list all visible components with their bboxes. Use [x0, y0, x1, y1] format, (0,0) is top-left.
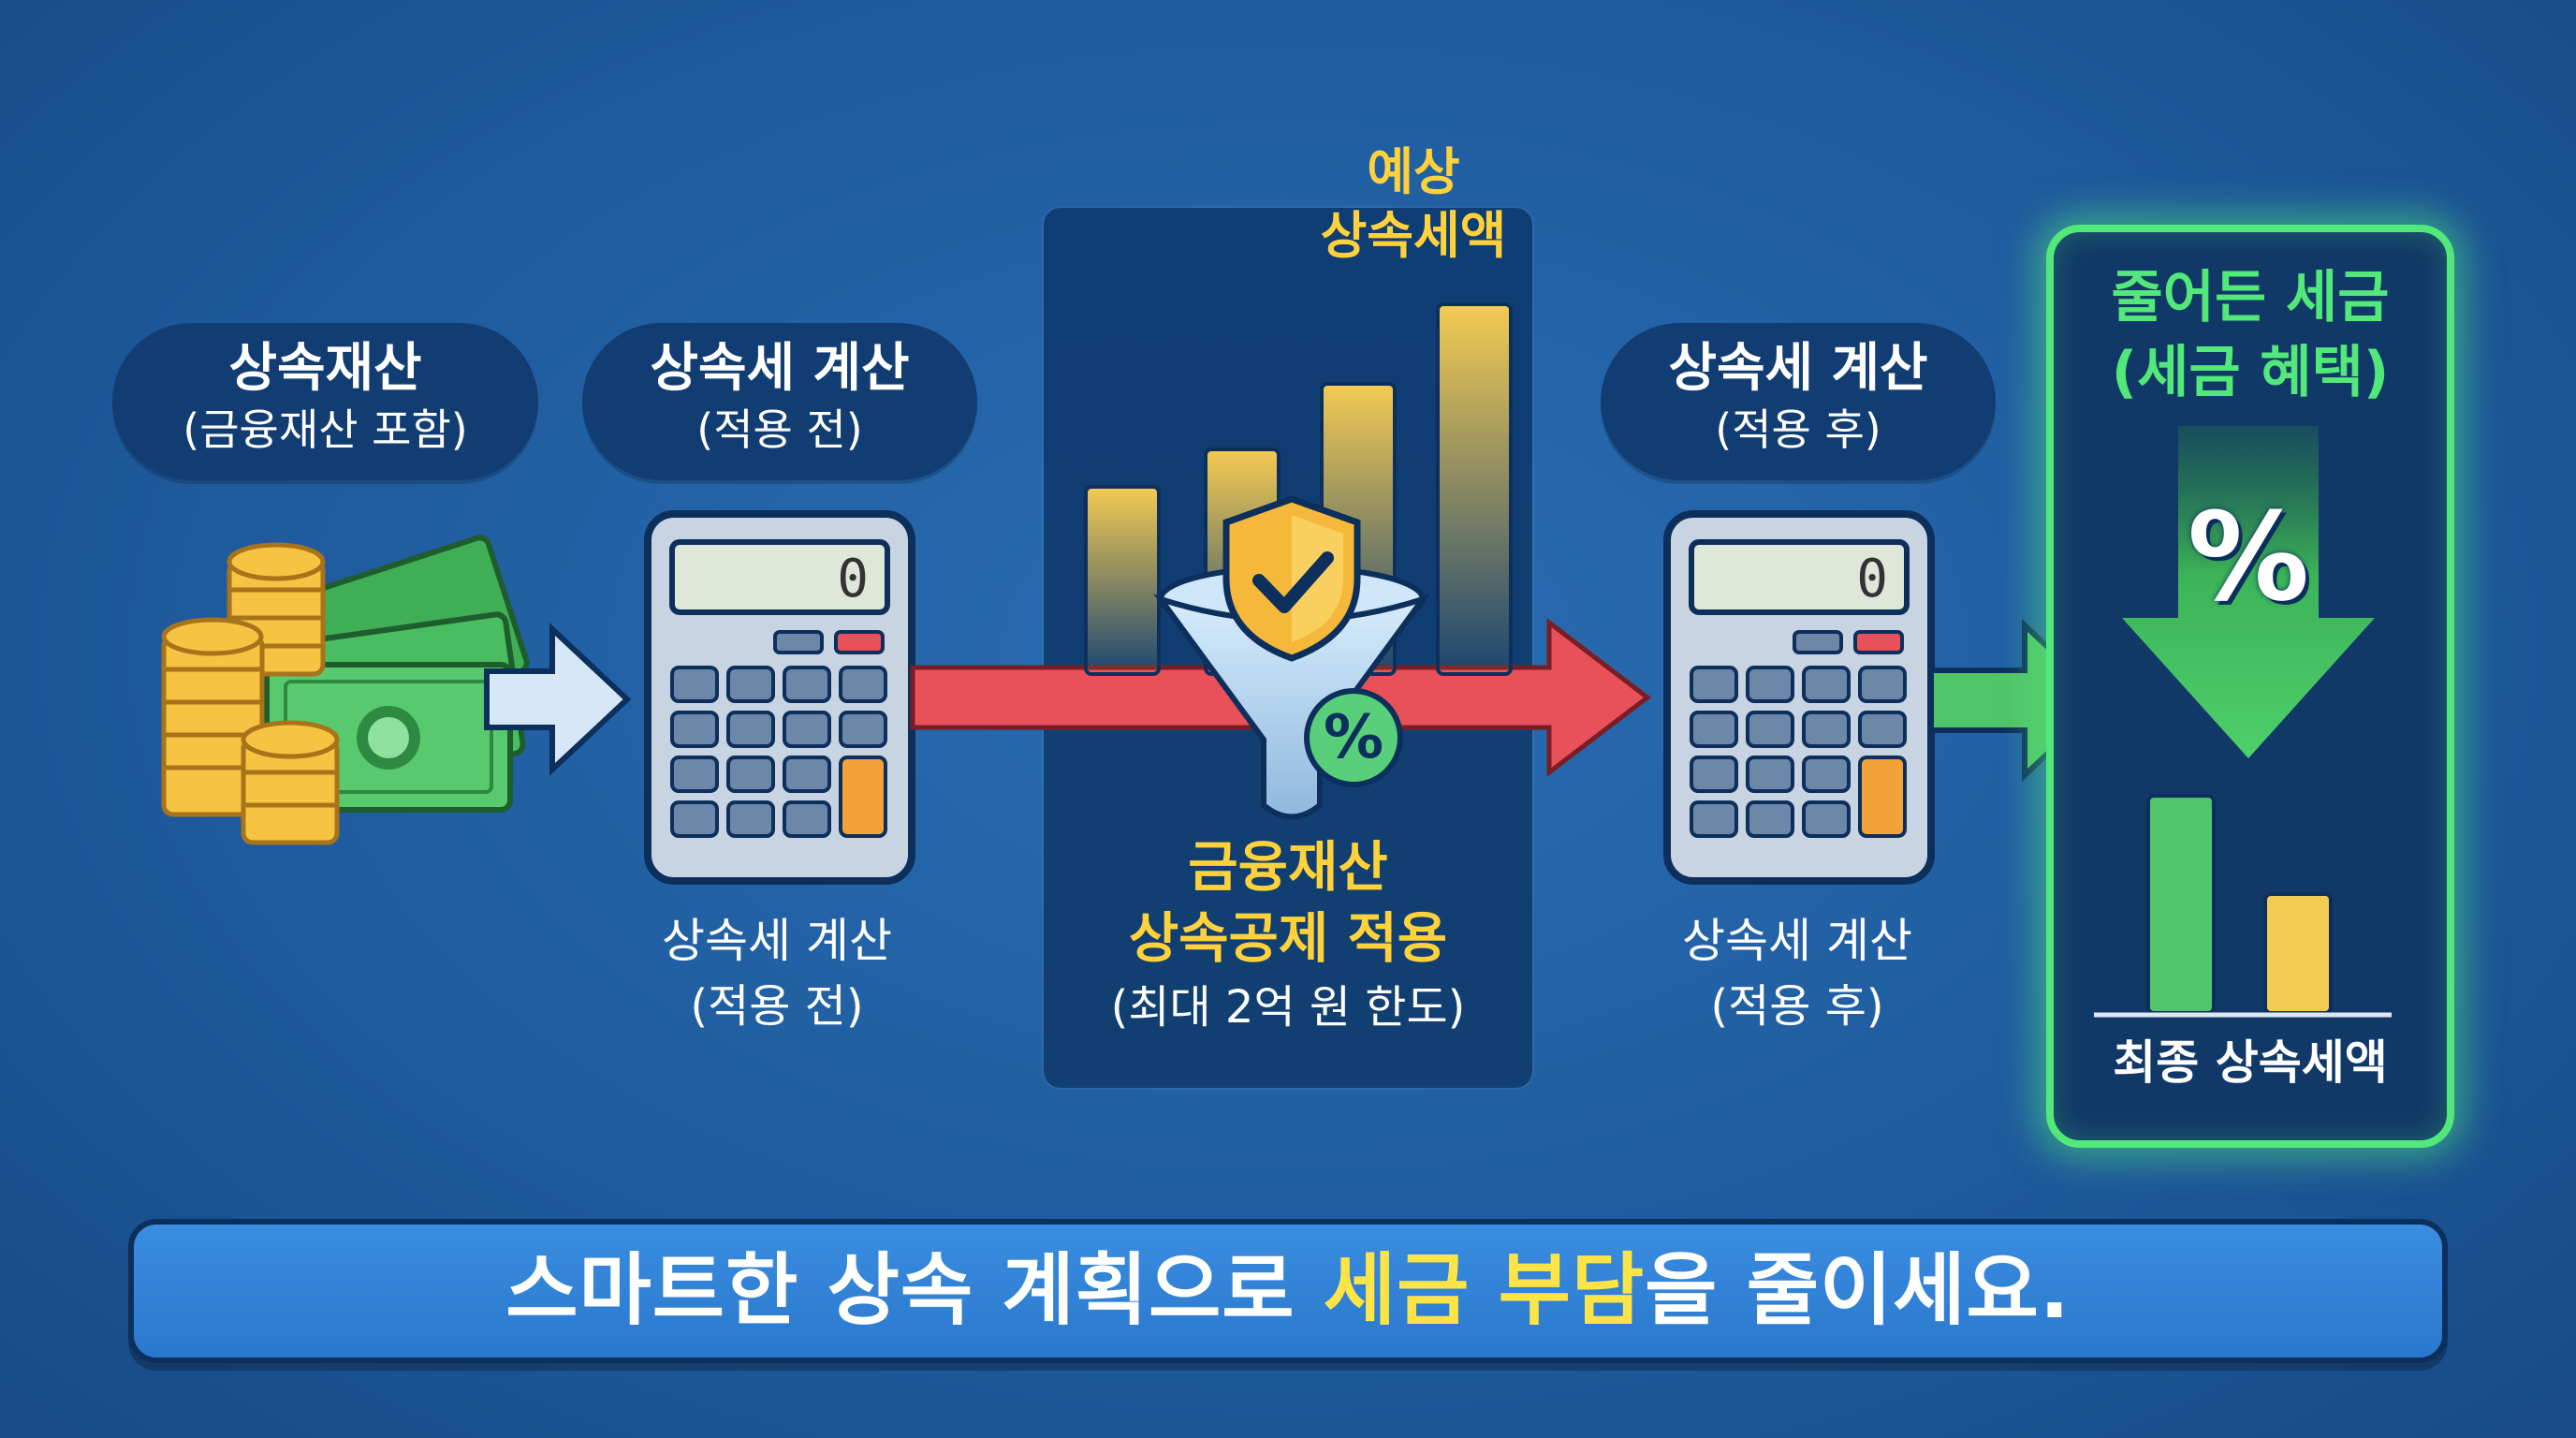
assets-title: 상속재산 — [228, 338, 422, 399]
calculator-after-display: 0 — [1856, 549, 1888, 609]
final-tax-bars-icon — [2094, 794, 2392, 1018]
slogan-banner: 스마트한 상속 계획으로 세금 부담을 줄이세요. — [128, 1219, 2448, 1363]
before-caption-title: 상속세 계산 — [662, 914, 892, 968]
deduction-note: (최대 2억 원 한도) — [1110, 981, 1466, 1034]
final-tax-label: 최종 상속세액 — [2113, 1035, 2388, 1090]
after-caption: 상속세 계산 (적용 후) — [1619, 908, 1975, 1039]
expected-tax-label-line2: 상속세액 — [1320, 206, 1507, 265]
before-caption: 상속세 계산 (적용 전) — [599, 908, 955, 1039]
result-title-block: 줄어든 세금 (세금 혜택) — [2046, 260, 2454, 410]
result-percent-icon: % — [2187, 486, 2310, 628]
before-title: 상속세 계산 — [650, 338, 910, 399]
shield-check-icon — [1222, 495, 1361, 662]
slogan-part2: 을 줄이세요. — [1645, 1244, 2071, 1336]
expected-tax-label: 예상 상속세액 — [1292, 140, 1535, 268]
percent-badge-icon: % — [1304, 688, 1403, 787]
arrow-to-calculator-icon — [484, 623, 632, 776]
assets-label: 상속재산 (금융재산 포함) — [112, 323, 538, 480]
after-title: 상속세 계산 — [1668, 338, 1928, 399]
expected-tax-label-line1: 예상 — [1367, 142, 1460, 201]
calculator-before-display: 0 — [837, 549, 869, 609]
after-caption-title: 상속세 계산 — [1682, 914, 1912, 968]
after-caption-subtitle: (적용 후) — [1710, 980, 1884, 1033]
deduction-title-2: 상속공제 적용 — [1128, 906, 1448, 970]
result-title: 줄어든 세금 — [2111, 265, 2390, 330]
before-subtitle: (적용 전) — [696, 404, 863, 455]
deduction-title-1: 금융재산 — [1188, 835, 1388, 899]
slogan-highlight: 세금 부담 — [1323, 1244, 1646, 1336]
slogan-part1: 스마트한 상속 계획으로 — [505, 1244, 1324, 1336]
down-arrow-icon — [2122, 426, 2375, 758]
calculator-before-icon: 0 — [644, 510, 915, 885]
after-subtitle: (적용 후) — [1715, 404, 1881, 455]
assets-subtitle: (금융재산 포함) — [183, 404, 468, 455]
before-caption-subtitle: (적용 전) — [690, 980, 864, 1033]
after-label: 상속세 계산 (적용 후) — [1601, 323, 1996, 480]
result-subtitle: (세금 혜택) — [2111, 340, 2390, 405]
calculator-after-icon: 0 — [1663, 510, 1935, 885]
deduction-caption: 금융재산 상속공제 적용 (최대 2억 원 한도) — [1044, 831, 1532, 1041]
percent-badge-text: % — [1323, 703, 1384, 772]
before-label: 상속세 계산 (적용 전) — [582, 323, 977, 480]
